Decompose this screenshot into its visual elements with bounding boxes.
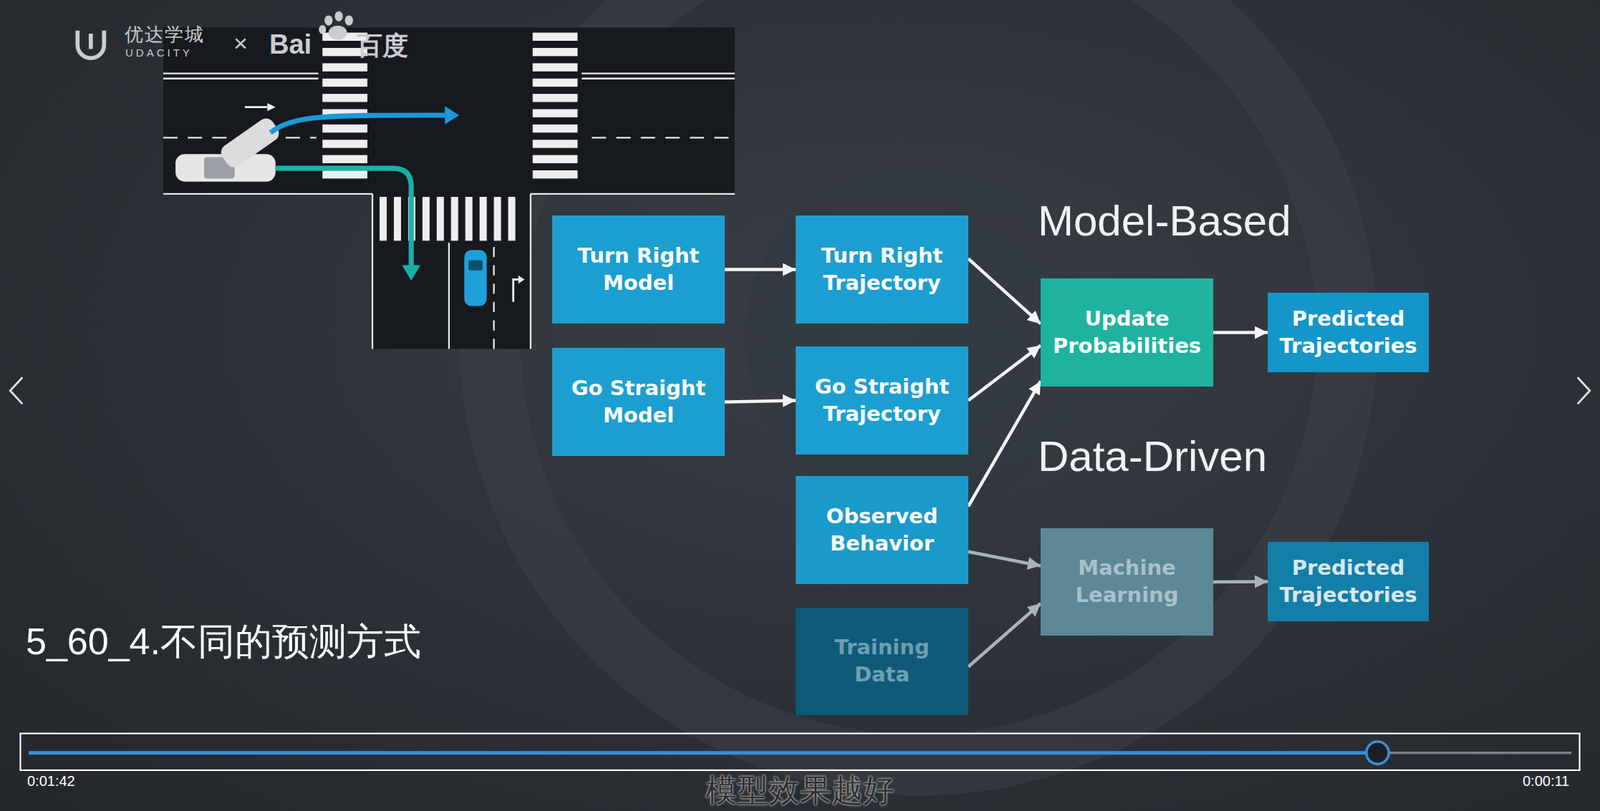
flow-arrow [968, 603, 1041, 668]
text-label: 0:00:11 [1522, 773, 1570, 790]
box-label: Turn Right Trajectory [805, 242, 959, 297]
box-label: Go Straight Model [562, 375, 715, 430]
process-box: Machine Learning [1040, 528, 1214, 636]
text-label: Model-Based [1037, 197, 1292, 245]
box-label: Turn Right Model [562, 242, 715, 297]
process-box: Turn Right Model [552, 215, 725, 324]
process-box: Predicted Trajectories [1267, 292, 1429, 373]
process-box: Training Data [795, 608, 969, 716]
flow-arrow [724, 401, 796, 403]
process-box: Turn Right Trajectory [795, 215, 969, 324]
text-label: Data-Driven [1037, 433, 1267, 481]
box-label: Predicted Trajectories [1277, 555, 1419, 609]
text-label: Bai [269, 30, 312, 61]
box-label: Go Straight Trajectory [805, 373, 959, 428]
text-label: × [233, 30, 248, 57]
text-label: 百度 [356, 31, 409, 61]
flow-arrow [968, 345, 1041, 402]
process-box: Predicted Trajectories [1267, 542, 1429, 622]
process-box: Go Straight Model [552, 348, 725, 457]
box-label: Training Data [805, 634, 959, 689]
text-label: 0:01:42 [27, 773, 76, 790]
text-label: 优达学城 [124, 24, 205, 46]
box-label: Predicted Trajectories [1277, 305, 1419, 360]
flow-arrow [1213, 330, 1268, 335]
text-label: 5_60_4.不同的预测方式 [25, 621, 422, 663]
flow-arrow [724, 267, 796, 272]
box-label: Machine Learning [1050, 555, 1204, 609]
flow-arrow [968, 552, 1041, 567]
box-label: Observed Behavior [805, 503, 959, 558]
text-label: UDACITY [125, 47, 193, 60]
flow-arrow [968, 381, 1041, 507]
flow-arrow [1213, 580, 1268, 584]
text-label: 模型效果越好 [705, 774, 895, 807]
flow-arrow [968, 258, 1041, 324]
process-box: Update Probabilities [1040, 278, 1214, 387]
process-box: Go Straight Trajectory [795, 346, 969, 455]
process-box: Observed Behavior [795, 476, 969, 585]
box-label: Update Probabilities [1050, 305, 1204, 360]
